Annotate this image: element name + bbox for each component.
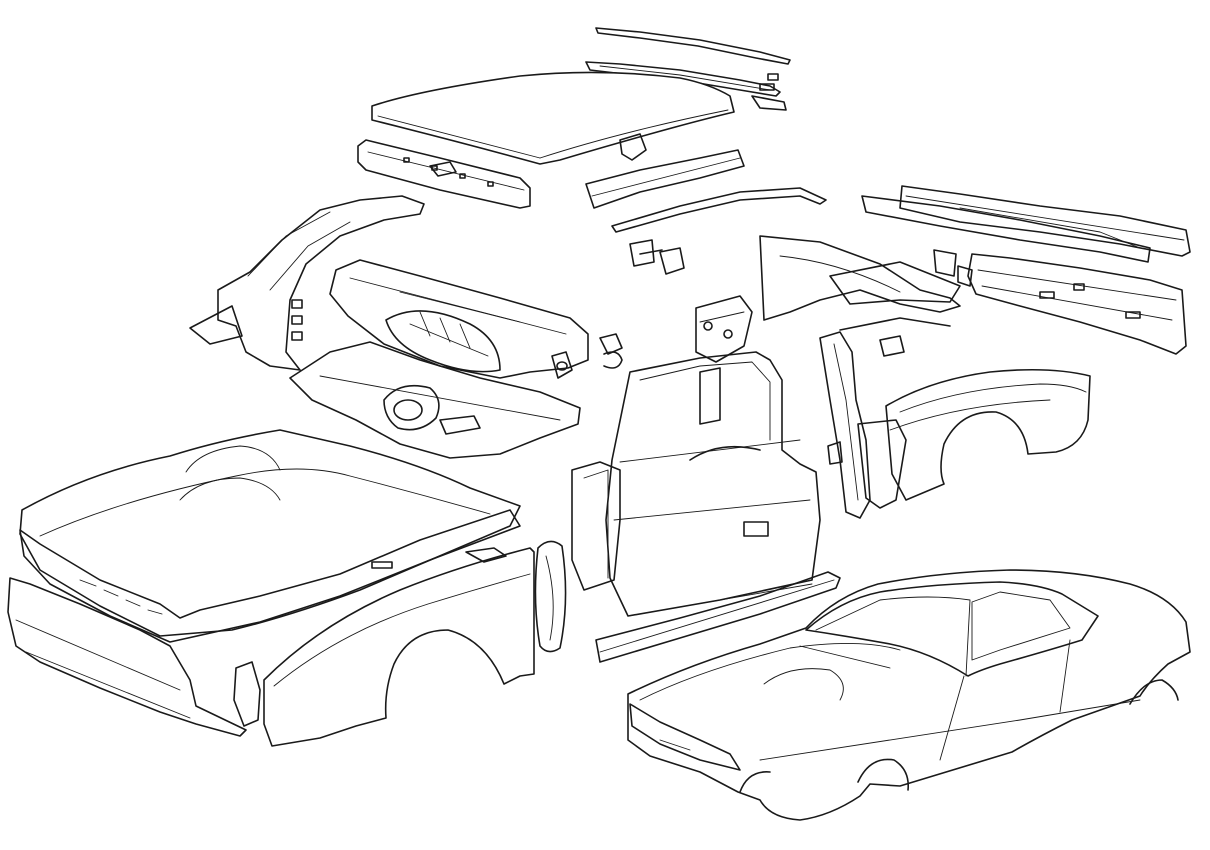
pillar-icon: [819, 331, 907, 519]
floor-pan-icon: [289, 341, 581, 459]
roof-panel-icon: [371, 71, 735, 165]
fender-icon: [233, 547, 535, 747]
pillar-icon: [189, 195, 425, 371]
bulkhead-icon: [329, 259, 589, 379]
quarter-panel-icon: [885, 368, 1091, 501]
seal-icon: [534, 461, 621, 653]
door-icon: [605, 351, 821, 617]
valance-icon: [7, 577, 247, 737]
wheelarch-icon: [695, 235, 961, 363]
sill-icon: [595, 571, 841, 663]
rear-panel-icon: [585, 149, 827, 233]
bracket-icon: [551, 239, 973, 379]
bonnet-icon: [19, 429, 521, 643]
boot-lid-icon: [861, 185, 1191, 263]
rear-valance-icon: [967, 253, 1187, 355]
car-body-icon: [627, 569, 1191, 821]
header-panel-icon: [357, 139, 531, 209]
